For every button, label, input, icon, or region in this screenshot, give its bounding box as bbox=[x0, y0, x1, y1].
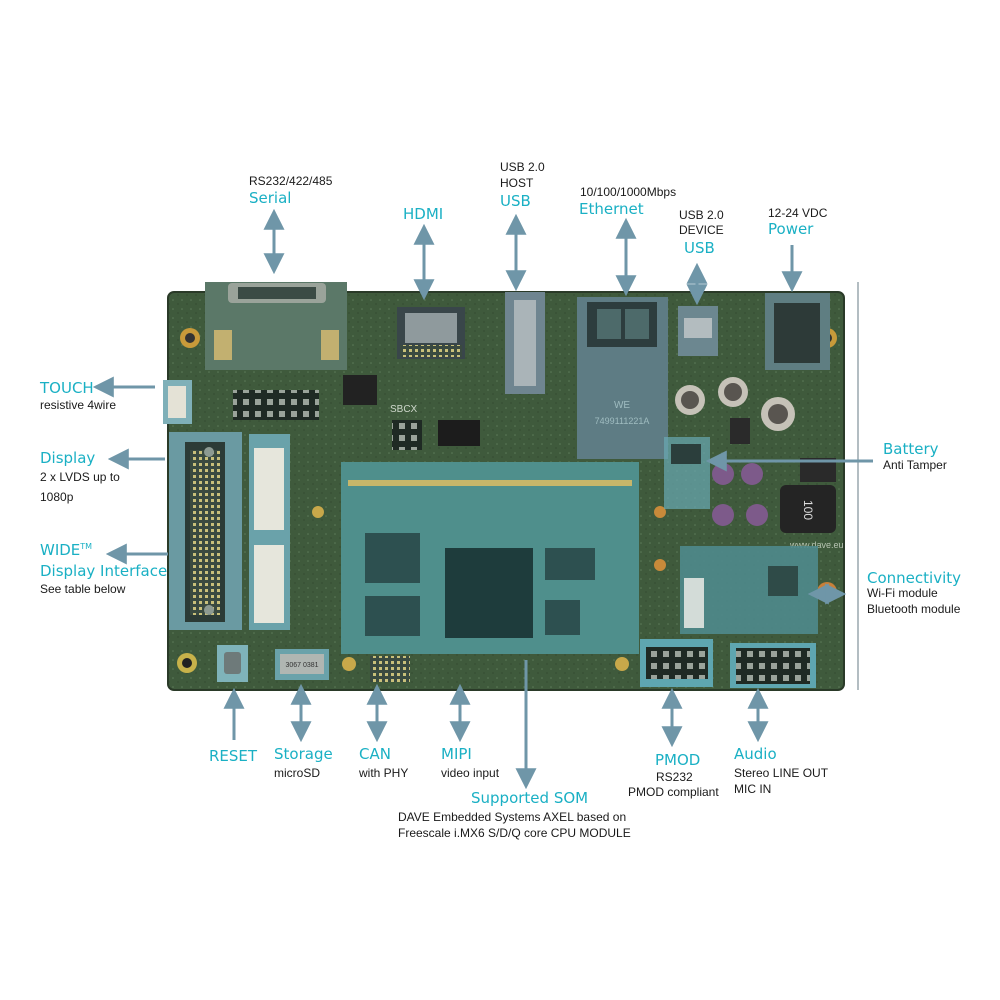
hdmi-title: HDMI bbox=[403, 205, 444, 223]
wide-sub: See table below bbox=[40, 582, 126, 596]
touch-sub: resistive 4wire bbox=[40, 398, 117, 412]
mipi-title: MIPI bbox=[441, 745, 472, 763]
callout-arrows bbox=[92, 208, 873, 790]
reset-title: RESET bbox=[209, 747, 258, 765]
capacitors bbox=[675, 377, 836, 526]
ethernet-sub: 10/100/1000Mbps bbox=[580, 185, 677, 199]
display-sub1: 2 x LVDS up to bbox=[40, 470, 120, 484]
display-title: Display bbox=[40, 449, 96, 467]
ethernet-silk-we: WE bbox=[614, 400, 630, 411]
silk-sbcx: SBCX bbox=[390, 404, 418, 415]
pmod-sub2: PMOD compliant bbox=[628, 785, 719, 799]
can-connector bbox=[370, 656, 410, 682]
wide-title-text: WIDE bbox=[40, 541, 81, 559]
audio-sub2: MIC IN bbox=[734, 782, 772, 796]
serial-sub: RS232/422/485 bbox=[249, 174, 333, 188]
storage-sub: microSD bbox=[274, 766, 321, 780]
battery-sub: Anti Tamper bbox=[883, 458, 947, 472]
connectivity-sub2: Bluetooth module bbox=[867, 602, 961, 616]
wide-title2: Display Interface bbox=[40, 562, 168, 580]
audio-title: Audio bbox=[734, 745, 777, 763]
storage-silk: 3067 0381 bbox=[285, 662, 318, 669]
power-title: Power bbox=[768, 220, 814, 238]
mipi-sub: video input bbox=[441, 766, 500, 780]
connectivity-title: Connectivity bbox=[867, 569, 961, 587]
wide-tm: TM bbox=[80, 542, 93, 551]
usb-device-sub1: USB 2.0 bbox=[679, 208, 724, 222]
can-title: CAN bbox=[359, 745, 391, 763]
pcb-board: WE 7499111221A 100 www.dave.eu bbox=[163, 282, 859, 691]
power-sub: 12-24 VDC bbox=[768, 206, 828, 220]
connectivity-sub1: Wi-Fi module bbox=[867, 586, 938, 600]
som-title: Supported SOM bbox=[471, 789, 589, 807]
pmod-title: PMOD bbox=[655, 751, 701, 769]
wide-title: WIDETM bbox=[40, 538, 92, 559]
inductor-silk: 100 bbox=[801, 500, 815, 520]
usb-host-sub1: USB 2.0 bbox=[500, 160, 545, 174]
som-sub2: Freescale i.MX6 S/D/Q core CPU MODULE bbox=[398, 826, 631, 840]
silk-site: www.dave.eu bbox=[789, 540, 844, 550]
pmod-sub1: RS232 bbox=[656, 770, 693, 784]
usb-host-title: USB bbox=[500, 192, 531, 210]
usb-device-sub2: DEVICE bbox=[679, 223, 724, 237]
ethernet-silk-part: 7499111221A bbox=[595, 416, 650, 426]
usb-device-title: USB bbox=[684, 239, 715, 257]
som-sub1: DAVE Embedded Systems AXEL based on bbox=[398, 810, 627, 824]
inductor bbox=[780, 485, 836, 533]
mounting-hole bbox=[817, 582, 837, 602]
cpu-chip bbox=[445, 548, 533, 638]
serial-title: Serial bbox=[249, 189, 292, 207]
battery-title: Battery bbox=[883, 440, 939, 458]
audio-sub1: Stereo LINE OUT bbox=[734, 766, 829, 780]
can-sub: with PHY bbox=[359, 766, 409, 780]
touch-title: TOUCH bbox=[40, 379, 94, 397]
ethernet-title: Ethernet bbox=[579, 200, 644, 218]
display-sub2: 1080p bbox=[40, 490, 74, 504]
usb-host-sub2: HOST bbox=[500, 176, 534, 190]
storage-title: Storage bbox=[274, 745, 333, 763]
pin-header bbox=[233, 390, 319, 420]
